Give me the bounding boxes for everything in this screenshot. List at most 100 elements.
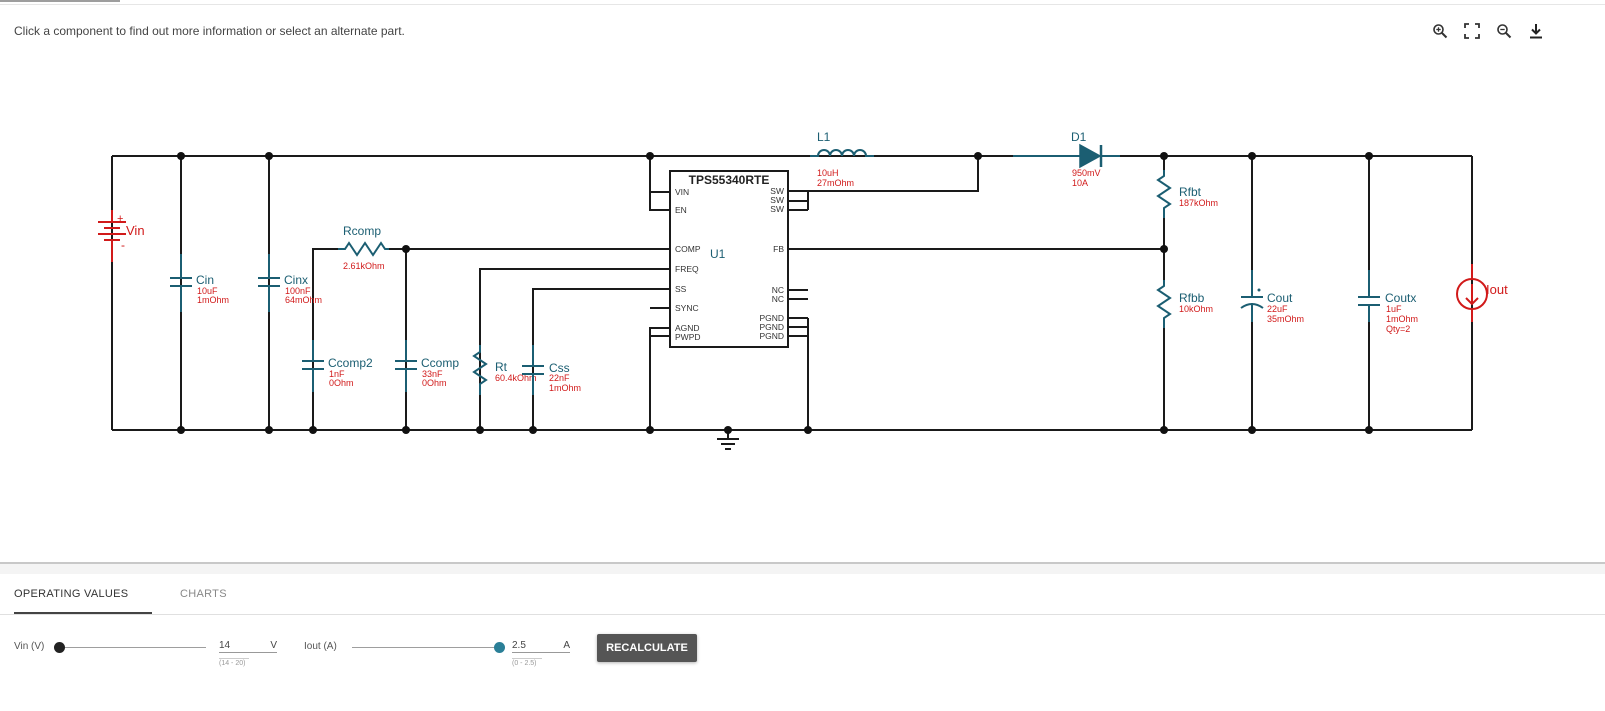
pin-sw-2: SW: [770, 195, 784, 205]
rcomp-label: Rcomp: [343, 224, 381, 238]
download-icon[interactable]: [1527, 22, 1545, 40]
capacitor-cout[interactable]: Cout 22uF 35mOhm: [1240, 270, 1304, 324]
pin-pgnd-3: PGND: [759, 331, 784, 341]
ccomp-esr: 0Ohm: [422, 378, 447, 388]
vin-slider-label: Vin (V): [14, 641, 45, 652]
ic-u1[interactable]: TPS55340RTE U1 VIN EN COMP FREQ SS SYNC …: [669, 170, 789, 348]
d1-current: 10A: [1072, 178, 1088, 188]
cout-esr: 35mOhm: [1267, 314, 1304, 324]
top-tab-indicator: [0, 0, 120, 2]
vin-minus-sign: -: [121, 238, 125, 252]
pin-comp: COMP: [675, 244, 701, 254]
l1-dcr: 27mOhm: [817, 178, 854, 188]
iout-slider-label: Iout (A): [304, 641, 337, 652]
l1-label: L1: [817, 130, 831, 144]
vin-slider-thumb[interactable]: [54, 642, 65, 653]
cinx-esr: 64mOhm: [285, 295, 322, 305]
pin-sync: SYNC: [675, 303, 699, 313]
capacitor-css[interactable]: Css 22nF 1mOhm: [522, 345, 581, 395]
iout-range: (0 - 2.5): [512, 658, 542, 667]
pin-nc-2: NC: [772, 294, 784, 304]
cin-label: Cin: [196, 273, 214, 287]
tab-operating-values[interactable]: OPERATING VALUES: [14, 574, 153, 614]
vin-label: Vin: [126, 223, 145, 238]
vin-slider-track[interactable]: [59, 647, 206, 648]
ccomp2-label: Ccomp2: [328, 356, 373, 370]
iout-load[interactable]: Iout: [1456, 264, 1508, 322]
cout-label: Cout: [1267, 291, 1293, 305]
coutx-qty: Qty=2: [1386, 324, 1410, 334]
resistor-rfbb[interactable]: Rfbb 10kOhm: [1156, 280, 1213, 328]
zoom-out-icon[interactable]: [1495, 22, 1513, 40]
vin-value: 14: [219, 640, 231, 651]
iout-value-field[interactable]: 2.5 A: [512, 640, 570, 653]
cout-value: 22uF: [1267, 304, 1288, 314]
css-value: 22nF: [549, 373, 570, 383]
panel-divider: [0, 562, 1605, 564]
schematic-canvas: .w { stroke:#1a1a1a; stroke-width:2; fil…: [98, 130, 1508, 450]
instruction-text: Click a component to find out more infor…: [14, 24, 405, 38]
iout-slider-track[interactable]: [352, 647, 499, 648]
pin-nc-1: NC: [772, 285, 784, 295]
capacitor-cin[interactable]: Cin 10uF 1mOhm: [170, 254, 229, 312]
pin-sw-3: SW: [770, 204, 784, 214]
vin-plus-sign: +: [117, 213, 123, 225]
cinx-label: Cinx: [284, 273, 308, 287]
cin-value: 10uF: [197, 286, 218, 296]
pin-pgnd-1: PGND: [759, 313, 784, 323]
css-label: Css: [549, 361, 570, 375]
pin-vin: VIN: [675, 187, 689, 197]
panel-gap: [0, 564, 1605, 574]
inductor-l1[interactable]: L1 10uH 27mOhm: [810, 130, 874, 188]
vin-source[interactable]: + - Vin: [98, 210, 145, 262]
pin-pgnd-2: PGND: [759, 322, 784, 332]
coutx-label: Coutx: [1385, 291, 1416, 305]
css-esr: 1mOhm: [549, 383, 581, 393]
fullscreen-icon[interactable]: [1463, 22, 1481, 40]
pin-ss: SS: [675, 284, 687, 294]
recalculate-button[interactable]: RECALCULATE: [597, 634, 697, 662]
zoom-in-icon[interactable]: [1431, 22, 1449, 40]
ccomp2-esr: 0Ohm: [329, 378, 354, 388]
rcomp-value: 2.61kOhm: [343, 261, 385, 271]
vin-value-field[interactable]: 14 V: [219, 640, 277, 653]
capacitor-ccomp2[interactable]: Ccomp2 1nF 0Ohm: [302, 340, 373, 392]
pin-sw-1: SW: [770, 186, 784, 196]
coutx-esr: 1mOhm: [1386, 314, 1418, 324]
rfbt-label: Rfbt: [1179, 185, 1202, 199]
pin-pwpd: PWPD: [675, 332, 701, 342]
ic-ref-label: U1: [710, 247, 726, 261]
vin-range: (14 - 20): [219, 658, 249, 667]
diode-d1[interactable]: D1 950mV 10A: [1013, 130, 1120, 188]
bottom-tabs: OPERATING VALUES CHARTS: [0, 574, 1605, 615]
d1-vf: 950mV: [1072, 168, 1101, 178]
ccomp2-value: 1nF: [329, 369, 345, 379]
rfbb-label: Rfbb: [1179, 291, 1205, 305]
coutx-value: 1uF: [1386, 304, 1402, 314]
iout-unit: A: [563, 640, 570, 651]
capacitor-coutx[interactable]: Coutx 1uF 1mOhm Qty=2: [1358, 270, 1418, 334]
pin-fb: FB: [773, 244, 784, 254]
resistor-rt[interactable]: Rt 60.4kOhm: [472, 345, 537, 395]
d1-label: D1: [1071, 130, 1087, 144]
rfbt-value: 187kOhm: [1179, 198, 1218, 208]
resistor-rfbt[interactable]: Rfbt 187kOhm: [1156, 170, 1218, 218]
iout-value: 2.5: [512, 640, 526, 651]
rfbb-value: 10kOhm: [1179, 304, 1213, 314]
schematic-toolbar: [1431, 22, 1545, 40]
ccomp-label: Ccomp: [421, 356, 459, 370]
iout-slider-thumb[interactable]: [494, 642, 505, 653]
junction-dots: [177, 152, 1373, 434]
rt-value: 60.4kOhm: [495, 373, 537, 383]
top-divider: [0, 4, 1605, 5]
cinx-value: 100nF: [285, 286, 311, 296]
capacitor-cinx[interactable]: Cinx 100nF 64mOhm: [258, 254, 322, 312]
ic-part-number: TPS55340RTE: [689, 173, 770, 187]
capacitor-ccomp[interactable]: Ccomp 33nF 0Ohm: [395, 340, 459, 392]
tab-charts[interactable]: CHARTS: [180, 588, 227, 600]
resistor-rcomp[interactable]: Rcomp 2.61kOhm: [338, 224, 389, 271]
cin-esr: 1mOhm: [197, 295, 229, 305]
l1-value: 10uH: [817, 168, 839, 178]
pin-en: EN: [675, 205, 687, 215]
rt-label: Rt: [495, 360, 508, 374]
